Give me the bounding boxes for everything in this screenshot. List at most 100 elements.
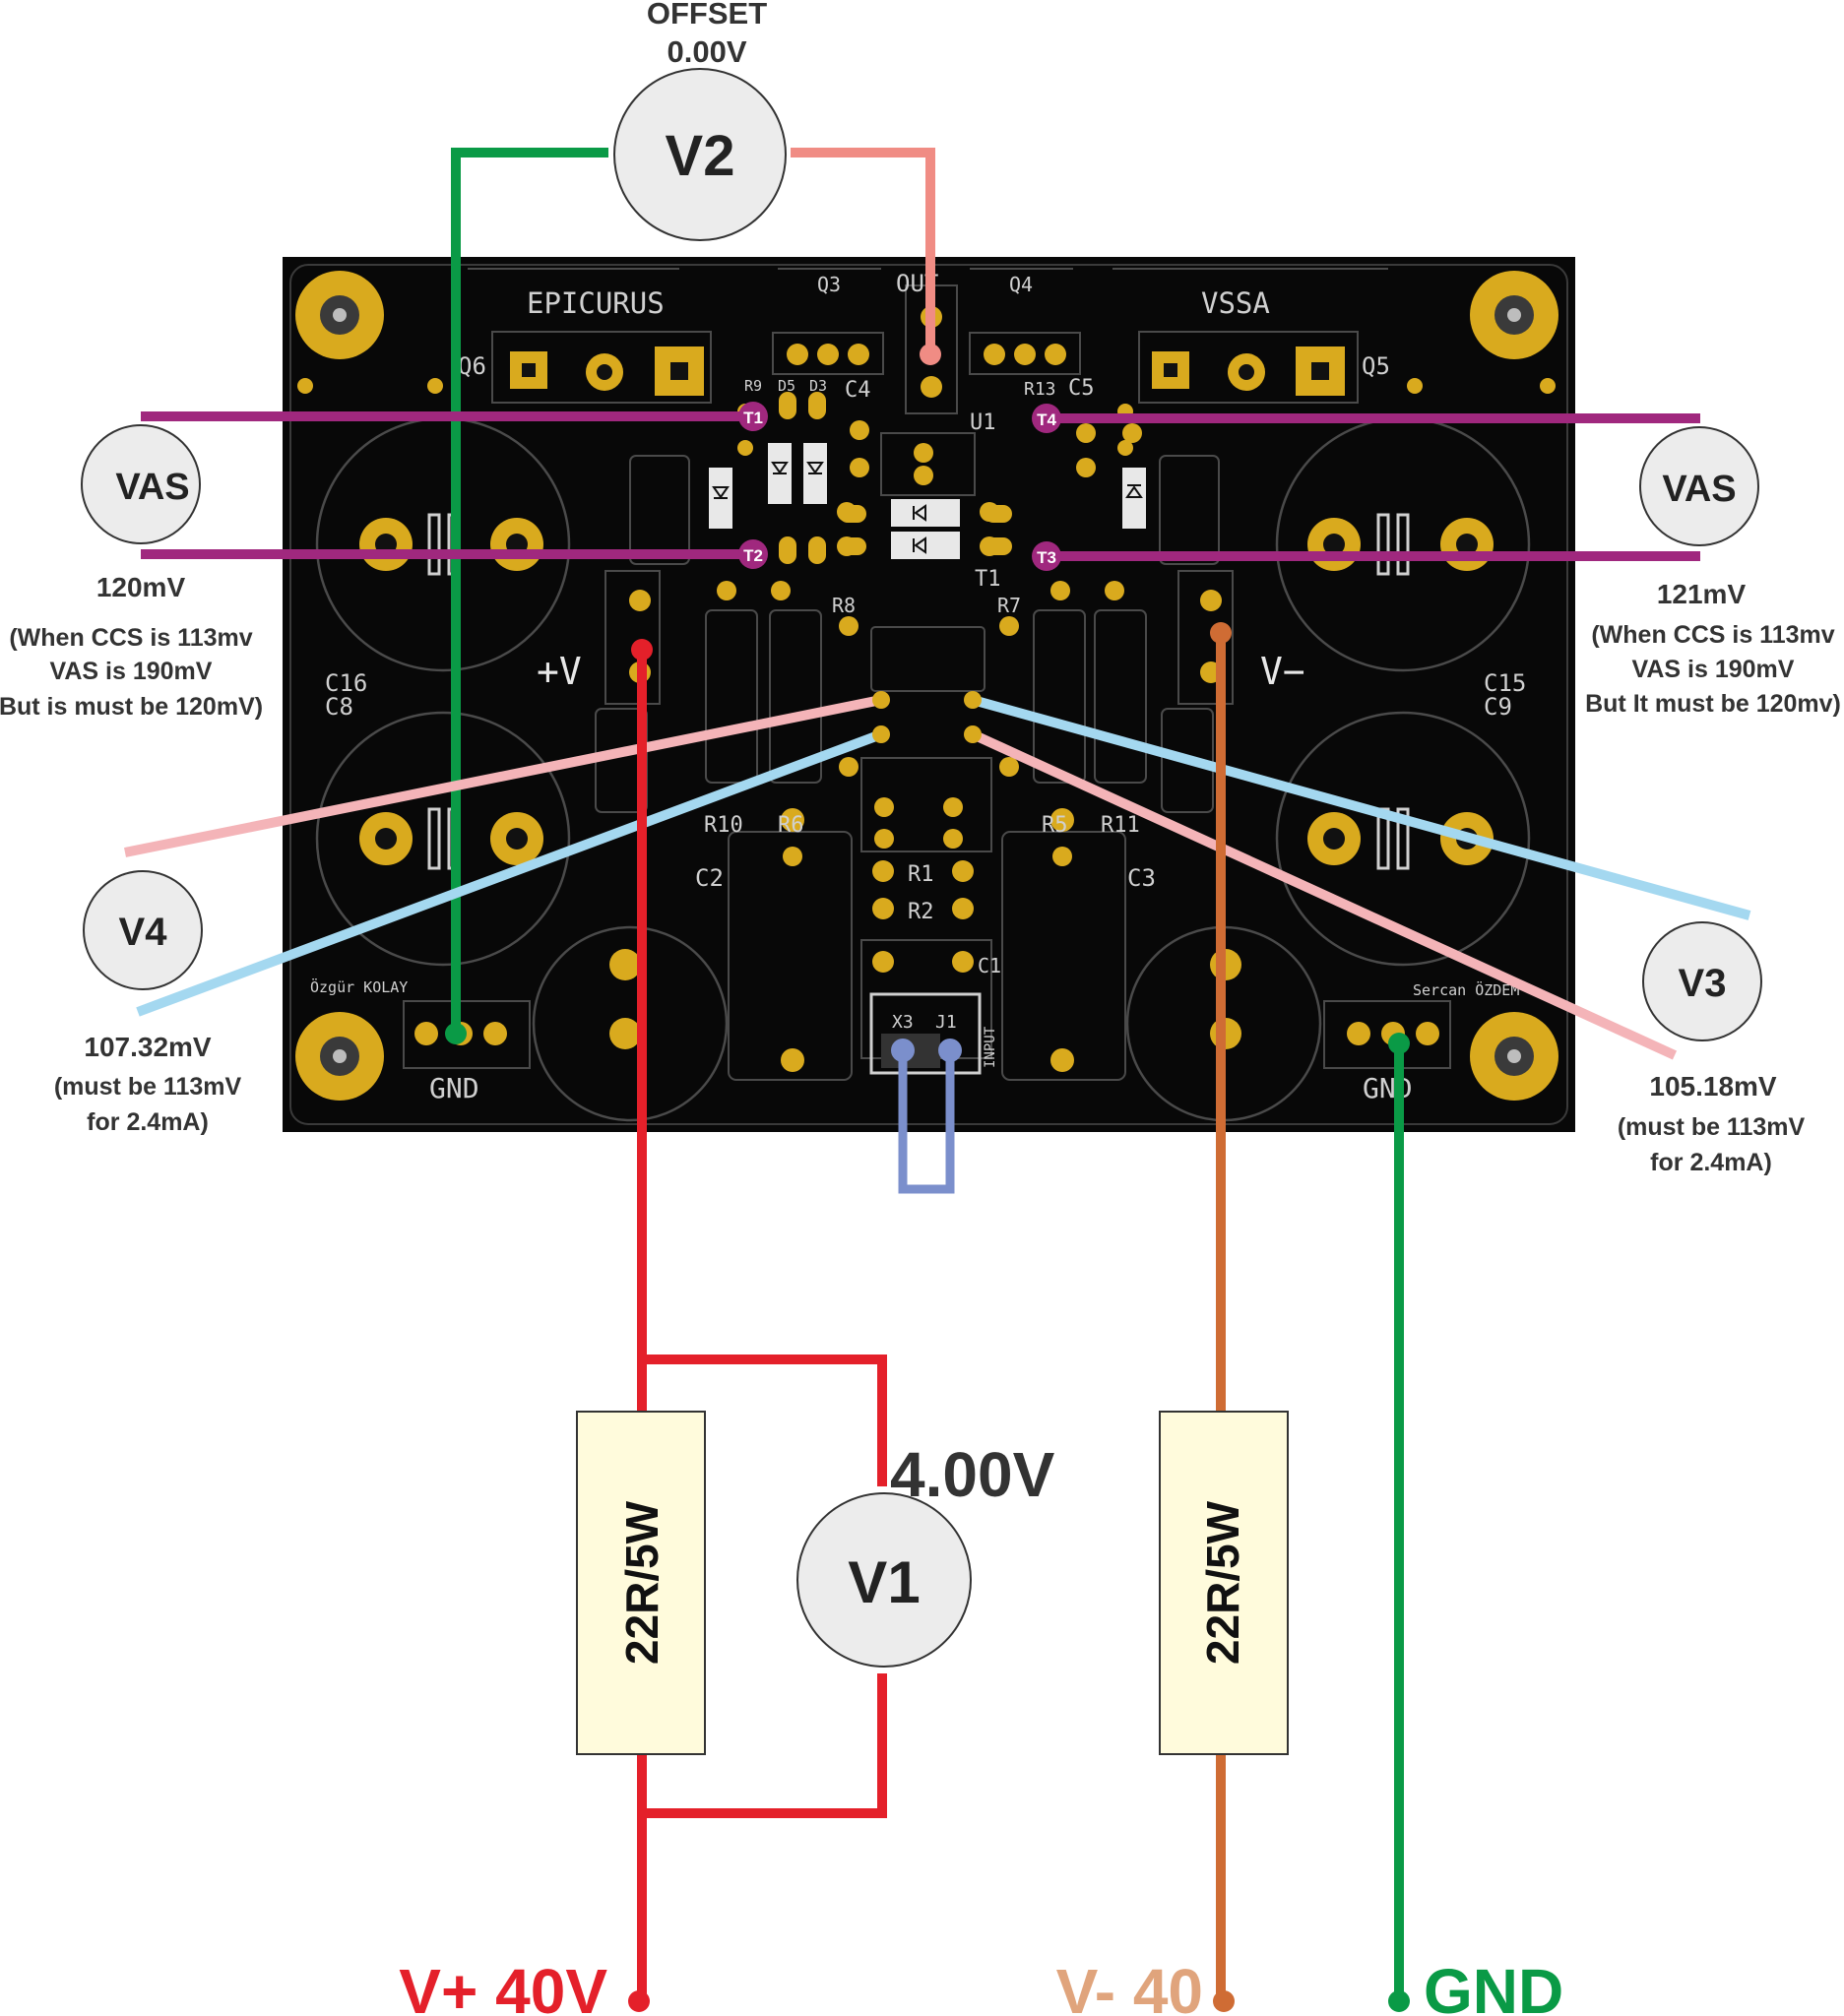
meter-vas-left-note2: VAS is 190mV [50,658,213,685]
meter-v4-note1: (must be 113mV [54,1073,242,1101]
wire-v1-top [642,1354,887,1486]
pcb-label-gnd-left: GND [429,1072,479,1104]
wire-v2-green [451,148,608,1034]
pcb-label-r10: R10 [704,813,743,838]
supply-gnd-label: GND [1424,1956,1563,2016]
meter-vas-left-label: VAS [115,467,189,508]
pcb-label-gnd-right: GND [1363,1072,1413,1104]
meter-v2-label: V2 [666,124,735,188]
pcb-title-epicurus: EPICURUS [527,286,665,320]
pcb-title-vssa: VSSA [1201,286,1270,320]
pcb-label-x3: X3 [892,1012,914,1033]
pcb-label-vplus: +V [537,650,582,693]
input-jumper-right [938,1039,962,1062]
meter-vas-left-note3: But is must be 120mV) [0,693,263,721]
meter-v2-title: OFFSET [647,0,767,31]
wire-v4-blue [136,729,883,1017]
pcb-label-r8: R8 [832,594,856,617]
pcb-label-d3: D3 [809,377,827,395]
pcb-label-t1: T1 [975,567,1001,592]
pcb-label-c15: C15 [1484,669,1526,697]
pcb-label-c4: C4 [845,378,871,403]
meter-vas-right-label: VAS [1662,469,1736,510]
meter-v4-label: V4 [119,911,168,954]
meter-v3-label: V3 [1679,962,1727,1005]
pcb-board: EPICURUS VSSA Q3 Q4 OUT Q6 Q5 R9 D5 D3 C… [283,257,1575,1132]
wire-vminus-end [1213,1990,1235,2012]
pcb-label-q3: Q3 [817,273,841,296]
pcb-label-r2: R2 [908,900,934,924]
wire-v1-bottom [642,1673,887,1818]
meter-vas-left-reading: 120mV [96,572,186,602]
pcb-label-vminus: V− [1260,650,1305,693]
meter-vas-right-reading: 121mV [1657,579,1747,609]
input-jumper [898,1050,955,1194]
test-point-t3-label: T3 [1037,548,1056,567]
test-point-t1 [738,402,768,431]
pcb-label-r6: R6 [778,813,804,838]
test-point-t1-label: T1 [743,409,763,427]
meter-v2-reading: 0.00V [667,34,746,69]
meter-v3-reading: 105.18mV [1649,1071,1777,1102]
resistor-left: 22R/5W [576,1411,706,1755]
pcb-label-q4: Q4 [1009,273,1033,296]
pcb-label-c1: C1 [978,954,1001,977]
wire-v2-salmon-end [920,344,941,365]
wire-vminus-top [1210,622,1232,644]
wire-gnd-top [1388,1033,1410,1054]
pcb-label-c16: C16 [325,669,367,697]
wire-gnd-end [1388,1990,1410,2012]
meter-v3-note1: (must be 113mV [1618,1113,1806,1141]
test-point-t2 [738,539,768,569]
meter-v3-note2: for 2.4mA) [1650,1149,1772,1176]
wires [124,148,1751,2012]
wire-v2-salmon [791,148,935,354]
resistor-right: 22R/5W [1159,1411,1289,1755]
pcb-label-q5: Q5 [1362,352,1390,380]
pcb-label-r11: R11 [1101,813,1140,838]
meter-v4: V4 107.32mV (must be 113mV for 2.4mA) [54,870,242,1136]
test-point-t3 [1032,541,1061,571]
pcb-label-c5: C5 [1068,376,1095,401]
meter-vas-right-note3: But It must be 120mv) [1585,690,1841,718]
pcb-label-author-left: Özgür KOLAY [310,977,408,996]
wire-v2-green-end [445,1023,467,1044]
meter-v4-note2: for 2.4mA) [87,1108,209,1136]
pcb-label-c3: C3 [1127,864,1156,892]
meter-v1: V1 4.00V [796,1439,1055,1668]
input-jumper-left [891,1039,915,1062]
meter-vas-right: VAS 121mV (When CCS is 113mv VAS is 190m… [1585,426,1841,718]
pcb-label-q6: Q6 [458,352,486,380]
meter-vas-left: VAS 120mV (When CCS is 113mv VAS is 190m… [0,424,263,721]
pcb-label-u1: U1 [970,410,996,435]
pcb-label-r1: R1 [908,862,934,887]
meter-v1-reading: 4.00V [890,1439,1055,1510]
wire-vplus-top [631,639,653,661]
wire-v4-pink [124,695,882,857]
meter-v4-reading: 107.32mV [84,1032,212,1062]
resistor-left-label: 22R/5W [616,1500,668,1665]
test-point-t2-label: T2 [743,546,763,565]
resistor-right-label: 22R/5W [1197,1500,1248,1665]
pcb-label-author-right: Sercan ÖZDEM [1413,980,1519,999]
pcb-label-c9: C9 [1484,693,1512,721]
pcb-label-input: INPUT [983,1026,998,1068]
pcb-label-r7: R7 [997,594,1021,617]
pcb-label-r13: R13 [1024,379,1056,400]
wire-vplus-end [628,1990,650,2012]
supply-vminus-label: V- 40 [1056,1956,1203,2016]
meter-vas-left-note1: (When CCS is 113mv [9,624,252,652]
meter-vas-right-note1: (When CCS is 113mv [1591,621,1834,649]
test-points: T1 T2 T3 T4 [738,402,1061,743]
meter-vas-right-note2: VAS is 190mV [1632,656,1795,683]
pcb-label-r9: R9 [744,377,762,395]
pcb-label-j1: J1 [935,1012,957,1033]
pcb-label-c8: C8 [325,693,353,721]
meter-v2: OFFSET 0.00V V2 [613,0,787,241]
pcb-label-r5: R5 [1042,813,1068,838]
pcb-label-c2: C2 [695,864,724,892]
pcb-label-d5: D5 [778,377,795,395]
supply-vplus-label: V+ 40V [399,1956,607,2016]
wire-v3-pink [970,729,1678,1060]
